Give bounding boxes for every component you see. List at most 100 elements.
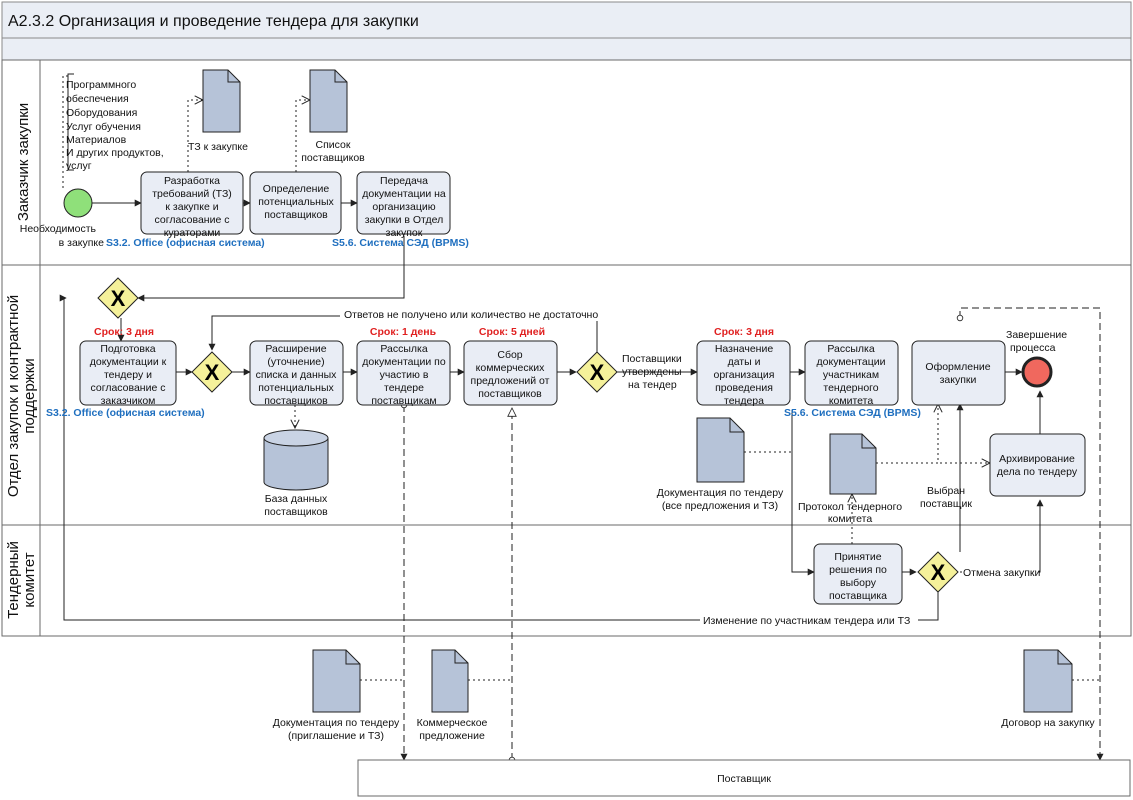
- end-event[interactable]: [1021, 356, 1053, 388]
- gateway-approved-symbol: X: [590, 360, 605, 385]
- task-extend-text: потенциальных: [258, 382, 334, 394]
- task-formalize[interactable]: [911, 340, 1006, 406]
- task-archive-text: дела по тендеру: [997, 466, 1078, 478]
- svg-text:Расширение(уточнение)списка и: Расширение(уточнение)списка и данныхпоте…: [256, 343, 338, 407]
- deadline-schedule: Срок: 3 дня: [714, 326, 774, 338]
- lane-procurement-label-line2: поддержки: [21, 358, 38, 433]
- task-formalize-text: закупки: [940, 374, 977, 386]
- task-prepare-text: согласование с: [91, 382, 166, 394]
- task-extend[interactable]: [249, 340, 344, 406]
- lane-committee-label-line1: Тендерный: [5, 541, 22, 619]
- task-extend-text: поставщиков: [264, 395, 328, 407]
- task-schedule-text: Назначение: [715, 343, 774, 355]
- flow-label-approved: на тендер: [628, 379, 677, 391]
- supplier-pool[interactable]: [357, 759, 1131, 797]
- task-collect-text: поставщиков: [478, 388, 542, 400]
- doc-supplier-list-icon[interactable]: [309, 69, 348, 133]
- doc-tender-docs-all-icon[interactable]: [696, 417, 745, 483]
- task-transfer-text: документации на: [362, 188, 446, 200]
- start-label-line1: Необходимость: [20, 223, 97, 235]
- gateway-top[interactable]: [97, 277, 139, 319]
- task-decision-text: Принятие: [834, 551, 881, 563]
- doc-tender-docs-invite-label: (приглашение и ТЗ): [288, 730, 384, 742]
- database-label: поставщиков: [264, 506, 328, 518]
- doc-supplier-list-label: поставщиков: [301, 152, 365, 164]
- task-collect-text: предложений от: [471, 375, 550, 387]
- task-decision[interactable]: [813, 543, 903, 605]
- task-requirements[interactable]: [140, 171, 244, 235]
- needs-item: услуг: [66, 160, 92, 172]
- task-requirements-text: кураторами: [164, 227, 221, 239]
- task-suppliers-text: потенциальных: [258, 196, 334, 208]
- needs-item: Материалов: [66, 134, 127, 146]
- task-suppliers[interactable]: [249, 171, 342, 235]
- task-extend-text: (уточнение): [267, 356, 324, 368]
- lane-customer-label: Заказчик закупки: [15, 103, 32, 221]
- flow-label-cancel: Отмена закупки: [963, 567, 1040, 579]
- start-label-line2: в закупке: [59, 237, 105, 249]
- end-label: процесса: [1010, 342, 1056, 354]
- task-decision-text: решения по: [829, 564, 887, 576]
- task-transfer[interactable]: [356, 171, 451, 235]
- doc-tz-icon[interactable]: [202, 69, 241, 133]
- task-transfer-text: организацию: [372, 201, 435, 213]
- diagram-title: A2.3.2 Организация и проведение тендера …: [8, 13, 419, 30]
- task-transfer-text: Передача: [380, 175, 428, 187]
- doc-tender-docs-invite-icon[interactable]: [312, 649, 361, 713]
- doc-protocol-icon[interactable]: [829, 433, 877, 495]
- task-suppliers-text: Определение: [263, 183, 330, 195]
- task-collect-text: Сбор: [497, 349, 522, 361]
- task-mailing-text: тендере: [384, 382, 424, 394]
- task-prepare-text: заказчиком: [101, 395, 156, 407]
- task-mailing-text: документации по: [362, 356, 446, 368]
- gateway-decision[interactable]: [917, 551, 959, 593]
- needs-annotation: Программного обеспечения Оборудования Ус…: [66, 79, 164, 172]
- task-extend-text: Расширение: [265, 343, 326, 355]
- task-schedule-text: даты и: [728, 356, 761, 368]
- gateway-decision-symbol: X: [931, 560, 946, 585]
- doc-contract-label: Договор на закупку: [1001, 717, 1095, 729]
- start-event[interactable]: [63, 188, 93, 218]
- task-archive[interactable]: [989, 433, 1086, 497]
- needs-item: И других продуктов,: [66, 147, 164, 159]
- gateway-prepare[interactable]: [191, 351, 233, 393]
- flow-label-change: Изменение по участникам тендера или ТЗ: [703, 615, 910, 627]
- task-committee-mail[interactable]: [804, 340, 899, 406]
- task-prepare-text: тендеру и: [104, 369, 152, 381]
- title-bar: [1, 1, 1132, 39]
- subheader-bar: [1, 37, 1132, 61]
- deadline-prepare: Срок: 3 дня: [94, 326, 154, 338]
- task-committee-mail-text: участникам: [823, 369, 879, 381]
- flow-label-selected: Выбран: [927, 485, 965, 497]
- doc-commercial-label: Коммерческое: [417, 717, 488, 729]
- task-prepare-text: документации к: [90, 356, 167, 368]
- task-decision-text: выбору: [840, 577, 877, 589]
- task-prepare[interactable]: [79, 340, 177, 406]
- needs-item: Оборудования: [66, 107, 137, 119]
- task-collect[interactable]: [463, 340, 558, 406]
- doc-commercial-icon[interactable]: [431, 649, 469, 713]
- gateway-approved[interactable]: [576, 351, 618, 393]
- needs-item: обеспечения: [66, 93, 129, 105]
- doc-contract-icon[interactable]: [1023, 649, 1073, 713]
- task-mailing-text: поставщикам: [371, 395, 436, 407]
- system-sed-2: S5.6. Система СЭД (BPMS): [784, 407, 921, 419]
- task-archive-text: Архивирование: [999, 453, 1075, 465]
- database-icon[interactable]: [263, 429, 329, 491]
- task-mailing-text: участию в: [380, 369, 429, 381]
- flow-label-approved: Поставщики: [622, 353, 682, 365]
- task-schedule-text: проведения: [715, 382, 773, 394]
- task-mailing[interactable]: [356, 340, 451, 406]
- task-committee-mail-text: Рассылка: [827, 343, 874, 355]
- task-schedule[interactable]: [696, 340, 791, 406]
- gateway-top-symbol: X: [111, 286, 126, 311]
- doc-protocol-label: комитета: [828, 513, 873, 525]
